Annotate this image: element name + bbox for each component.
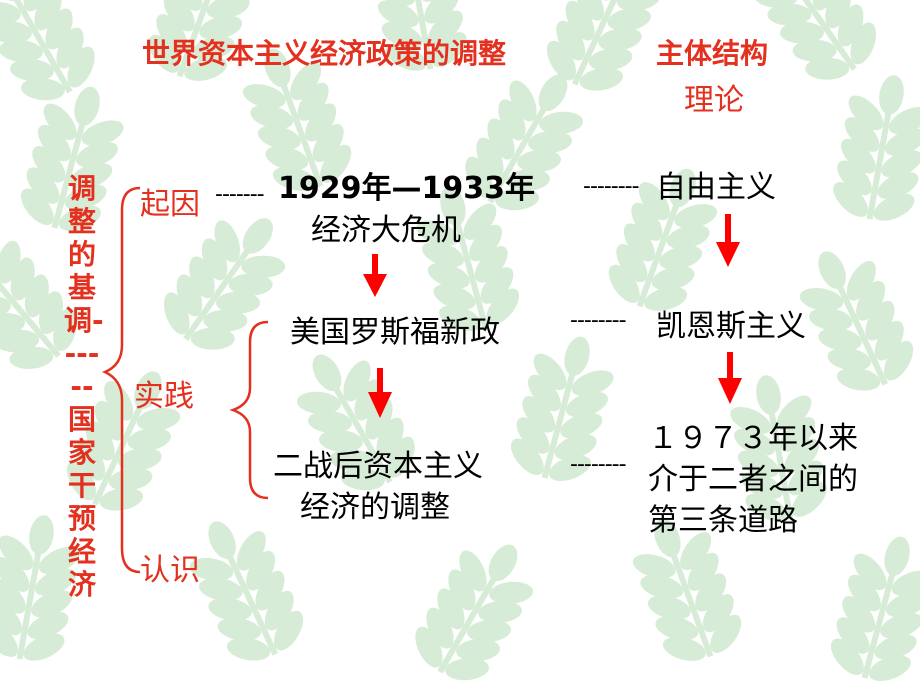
outer-bracket bbox=[101, 186, 141, 574]
leaf-decoration bbox=[0, 240, 78, 369]
connector-liberalism: -------- bbox=[583, 174, 640, 199]
theory-third-way: １９７３年以来介于二者之间的第三条道路 bbox=[648, 421, 858, 538]
leaf-decoration bbox=[242, 48, 352, 191]
leaf-decoration bbox=[148, 0, 250, 81]
leaf-decoration bbox=[730, 375, 827, 521]
leaf-decoration bbox=[799, 251, 914, 391]
side-label-keynote: 调整的基调------国家干预经济 bbox=[64, 172, 104, 601]
stage-understanding: 认识 bbox=[140, 553, 200, 588]
postwar-adjustment-line2: 经济的调整 bbox=[300, 490, 450, 525]
arrow-keynesianism-to-third-way bbox=[718, 352, 742, 404]
leaf-decoration bbox=[374, 0, 467, 71]
stage-practice: 实践 bbox=[134, 379, 194, 414]
theory-liberalism: 自由主义 bbox=[656, 170, 776, 205]
crisis-years: 1929年—1933年 bbox=[278, 171, 535, 206]
leaf-decoration bbox=[465, 74, 583, 211]
arrow-new-deal-to-postwar bbox=[368, 368, 392, 418]
theory-heading: 理论 bbox=[684, 83, 744, 118]
practice-bracket bbox=[229, 320, 269, 500]
leaf-decoration bbox=[0, 0, 95, 101]
new-deal: 美国罗斯福新政 bbox=[290, 315, 500, 350]
connector-third-way: -------- bbox=[570, 452, 627, 477]
leaf-decoration bbox=[0, 515, 80, 661]
leaf-decoration bbox=[632, 518, 742, 661]
leaf-decoration bbox=[66, 371, 181, 511]
stage-cause: 起因 bbox=[140, 187, 200, 222]
theory-keynesianism: 凯恩斯主义 bbox=[656, 309, 806, 344]
leaf-decoration bbox=[510, 336, 614, 481]
leaf-decoration bbox=[830, 536, 920, 681]
leaf-decoration bbox=[833, 75, 920, 221]
arrow-crisis-to-new-deal bbox=[363, 254, 387, 297]
postwar-adjustment-line1: 二战后资本主义 bbox=[273, 449, 483, 484]
diagram-title: 世界资本主义经济政策的调整 bbox=[142, 37, 507, 70]
leaf-decoration bbox=[755, 0, 877, 80]
leaf-decoration bbox=[163, 218, 286, 350]
leaf-decoration bbox=[416, 186, 520, 331]
leaf-decoration bbox=[20, 86, 124, 231]
leaf-decoration bbox=[546, 0, 661, 91]
leaf-decoration bbox=[415, 544, 533, 681]
arrow-liberalism-to-keynesianism bbox=[716, 214, 740, 267]
leaf-decoration bbox=[297, 354, 415, 491]
connector-keynesianism: -------- bbox=[570, 308, 627, 333]
leaf-decoration bbox=[189, 521, 304, 661]
leaf-decoration bbox=[608, 168, 718, 311]
connector-cause: ------- bbox=[215, 182, 265, 207]
structure-heading: 主体结构 bbox=[656, 37, 769, 70]
crisis-name: 经济大危机 bbox=[311, 213, 461, 248]
